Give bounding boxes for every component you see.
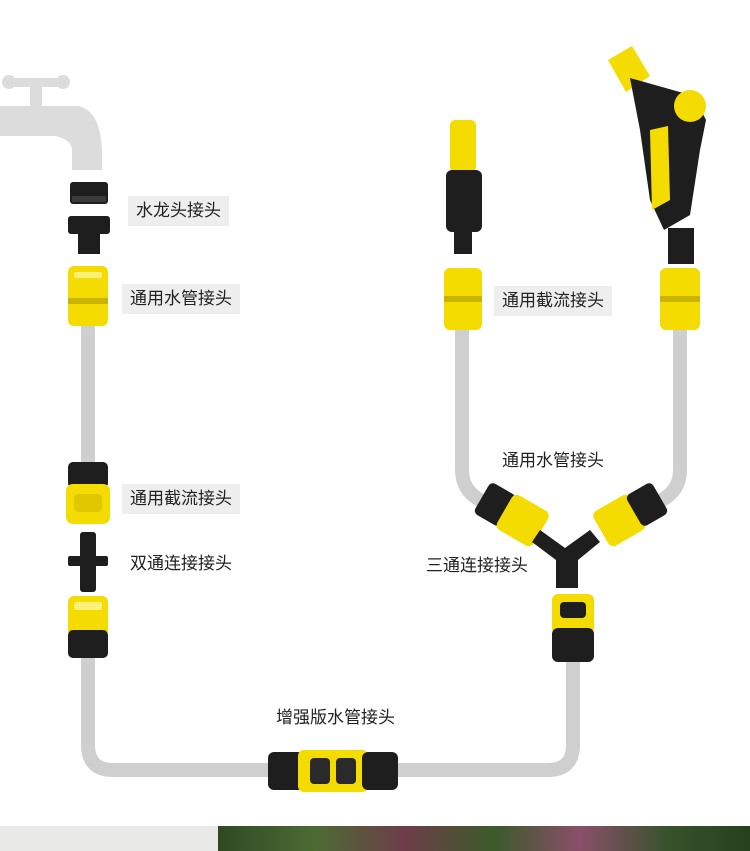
double-connector: [68, 532, 108, 592]
garden-photo: [218, 826, 750, 851]
hose-connector-left-top: [68, 266, 108, 326]
faucet-adapter: [68, 182, 110, 254]
photo-left: [0, 826, 218, 851]
label-faucet-adapter: 水龙头接头: [128, 196, 229, 226]
photo-strip: [0, 826, 750, 851]
hose-connector-right-bottom: [552, 594, 594, 662]
label-reinforced-hose-connector: 增强版水管接头: [276, 708, 395, 728]
hose-right-right-branch: [655, 323, 687, 507]
label-universal-stop-connector-right: 通用截流接头: [494, 286, 612, 316]
branch-connector-right: [593, 483, 668, 547]
tee-connector: [532, 530, 600, 588]
branch-connector-left: [474, 483, 549, 547]
hose-right-left-branch: [455, 323, 487, 507]
label-universal-stop-connector-left: 通用截流接头: [122, 484, 240, 514]
label-universal-hose-connector-left: 通用水管接头: [122, 284, 240, 314]
hose-connector-left-bottom: [68, 596, 108, 658]
stop-nozzle: [444, 120, 482, 330]
label-double-connector: 双通连接接头: [130, 554, 232, 574]
spray-gun: [608, 46, 706, 330]
label-universal-hose-connector-right: 通用水管接头: [502, 451, 604, 471]
label-three-way-connector: 三通连接接头: [426, 556, 528, 576]
faucet: [0, 75, 102, 170]
stop-connector-left: [66, 462, 110, 524]
reinforced-hose-connector: [268, 750, 398, 792]
